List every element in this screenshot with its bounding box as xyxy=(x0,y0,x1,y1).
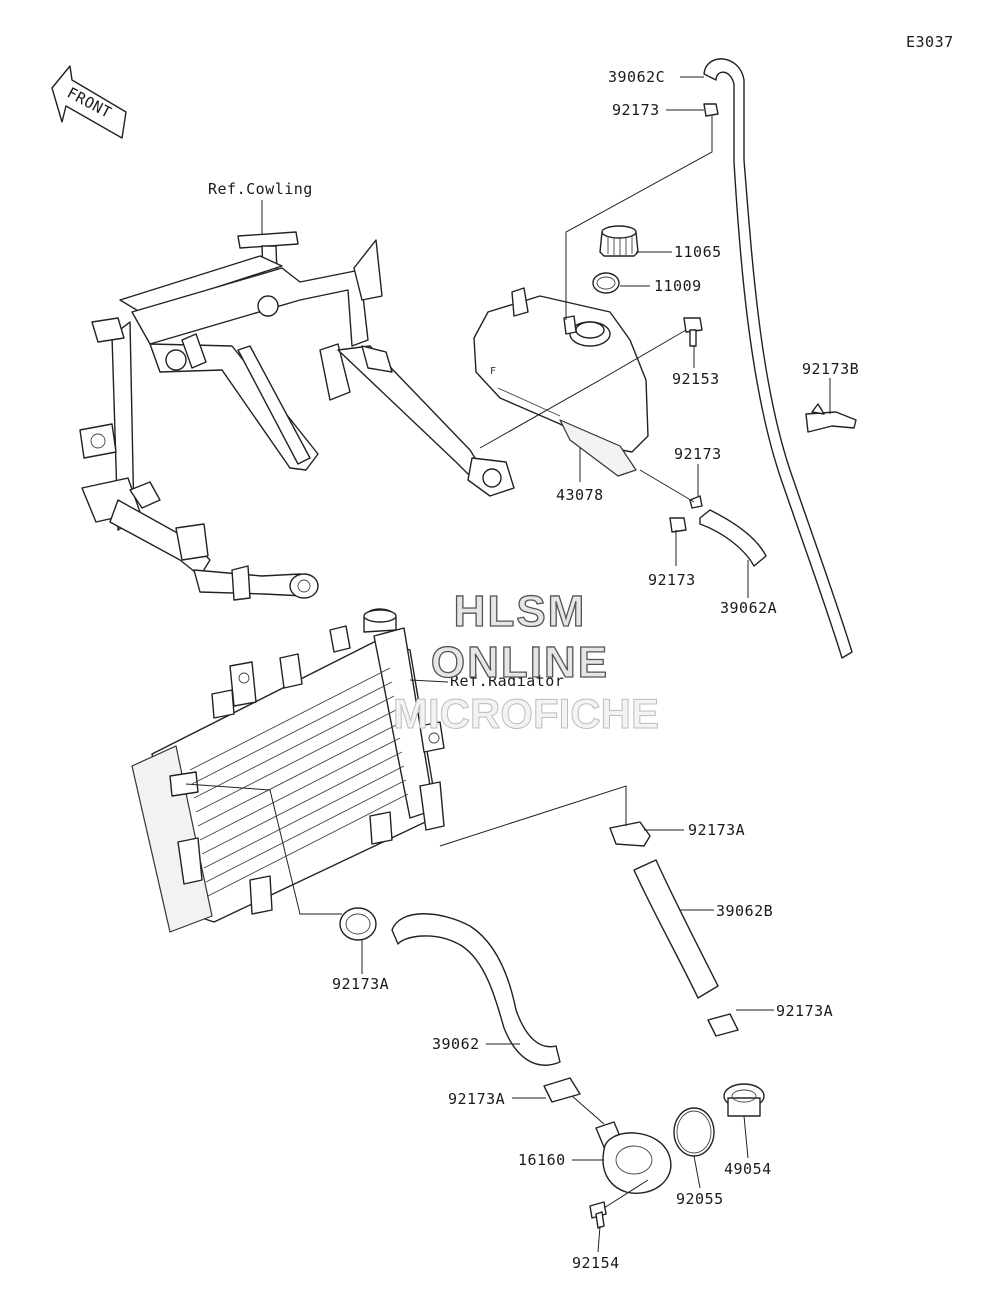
part-label-92055: 92055 xyxy=(676,1190,724,1208)
clip-92173-top xyxy=(703,103,719,117)
front-direction-arrow-icon: FRONT xyxy=(51,65,127,139)
part-label-92173a-3: 92173A xyxy=(776,1002,833,1020)
part-label-92173a-4: 92173A xyxy=(448,1090,505,1108)
part-label-39062a: 39062A xyxy=(720,599,777,617)
clamp-92173b xyxy=(805,403,857,433)
reservoir-hose-39062a xyxy=(699,509,767,567)
part-label-92154: 92154 xyxy=(572,1254,620,1272)
frame-bracket-assembly xyxy=(79,231,515,601)
bolt-92154 xyxy=(589,1201,607,1229)
reservoir-overflow-hose xyxy=(703,58,853,659)
part-label-92173-low: 92173 xyxy=(648,571,696,589)
thermostat-housing xyxy=(595,1121,672,1194)
coolant-reservoir-tank: F xyxy=(473,287,649,477)
ref-radiator-label: Ref.Radiator xyxy=(450,672,564,690)
clamp-92173a-upper xyxy=(609,821,651,847)
thermostat xyxy=(723,1083,765,1117)
svg-text:F: F xyxy=(490,366,496,377)
part-label-49054: 49054 xyxy=(724,1160,772,1178)
reservoir-cap xyxy=(599,225,639,257)
part-label-11065: 11065 xyxy=(674,243,722,261)
part-label-92173a-2: 92173A xyxy=(332,975,389,993)
ref-cowling-label: Ref.Cowling xyxy=(208,180,313,198)
part-label-92173a-1: 92173A xyxy=(688,821,745,839)
part-label-92153: 92153 xyxy=(672,370,720,388)
part-label-92173-top: 92173 xyxy=(612,101,660,119)
clamp-92173a-right xyxy=(707,1013,739,1037)
bolt-92153 xyxy=(683,317,703,347)
clamp-92173a-left xyxy=(339,907,377,941)
part-label-43078: 43078 xyxy=(556,486,604,504)
clamp-92173a-pump xyxy=(543,1077,581,1103)
part-label-16160: 16160 xyxy=(518,1151,566,1169)
clip-92173-mid xyxy=(689,495,703,509)
cap-gasket xyxy=(592,272,620,294)
part-label-39062b: 39062B xyxy=(716,902,773,920)
o-ring-92055 xyxy=(673,1107,715,1157)
radiator-hose-39062 xyxy=(391,913,561,1066)
radiator-assembly xyxy=(131,608,445,933)
part-label-11009: 11009 xyxy=(654,277,702,295)
radiator-hose-39062b xyxy=(633,859,719,999)
part-number-labels: 39062C 92173 11065 11009 92153 92173B 92… xyxy=(332,68,859,1272)
part-label-39062: 39062 xyxy=(432,1035,480,1053)
leader-lines xyxy=(185,76,831,1253)
part-label-39062c: 39062C xyxy=(608,68,665,86)
part-label-92173b: 92173B xyxy=(802,360,859,378)
clip-92173-low xyxy=(669,517,687,533)
part-label-92173-mid: 92173 xyxy=(674,445,722,463)
diagram-code: E3037 xyxy=(906,33,954,51)
